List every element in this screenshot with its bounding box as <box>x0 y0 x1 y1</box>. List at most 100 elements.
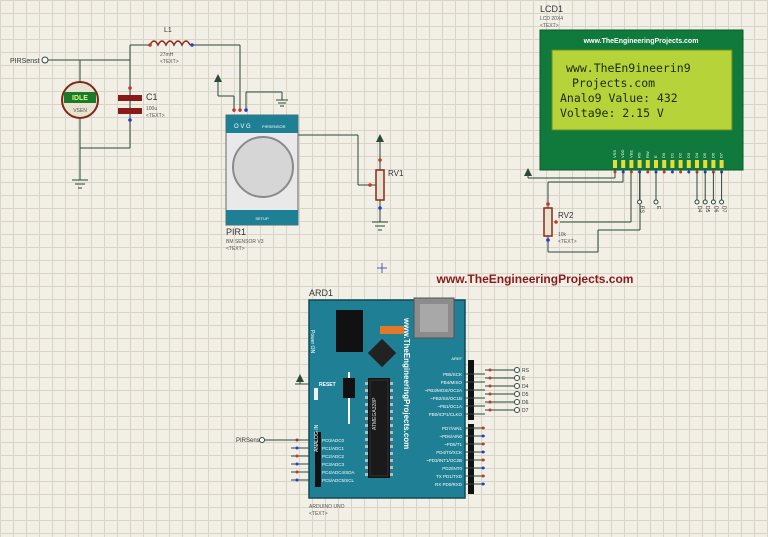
chip-pin <box>365 459 368 462</box>
output-pin-state <box>488 408 492 412</box>
pir-text: <TEXT> <box>226 246 245 252</box>
lcd-pin-label: VDD <box>620 149 625 158</box>
arduino-pir-input-label: PIRSenst <box>236 438 262 444</box>
lcd-pin-state <box>670 170 674 174</box>
lcd-net-terminal <box>694 199 700 205</box>
chip-pin <box>365 424 368 427</box>
arduino-reset-label: RESET <box>319 382 336 388</box>
arduino-name: ARD1 <box>309 288 333 298</box>
capacitor-c1[interactable] <box>118 86 142 122</box>
lcd-pin-label: D4 <box>694 152 699 158</box>
output-terminal[interactable] <box>514 399 520 405</box>
chip-pins <box>365 382 393 476</box>
chip-pin <box>365 403 368 406</box>
analog-pin-state <box>295 470 299 474</box>
chip-pin <box>365 382 368 385</box>
digital-pin-label: PB5/SCK <box>443 372 462 377</box>
arduino-board[interactable] <box>308 297 474 499</box>
digital-pin-state <box>481 442 485 446</box>
output-terminal[interactable] <box>514 391 520 397</box>
output-terminal[interactable] <box>514 375 520 381</box>
chip-pin <box>390 403 393 406</box>
lcd-pin-label: D0 <box>661 152 666 158</box>
output-terminal[interactable] <box>514 407 520 413</box>
lcd-model: LCD 20X4 <box>540 16 563 22</box>
pir-power-arrow <box>214 74 222 82</box>
lcd-text: <TEXT> <box>540 23 559 29</box>
chip-pin <box>390 424 393 427</box>
lcd-pin-state <box>621 170 625 174</box>
digital-pin-state <box>481 458 485 462</box>
arduino-aref: AREF <box>451 356 462 361</box>
chip-pin <box>390 417 393 420</box>
lcd-pin-label: E <box>653 155 658 158</box>
digital-pin-label: ~PD3/INT1/OC2B <box>426 458 462 463</box>
rv2-name: RV2 <box>558 211 574 220</box>
analog-pin-label: PC1/ADC1 <box>322 446 345 451</box>
lcd-pin <box>662 160 667 168</box>
chip-pin <box>365 417 368 420</box>
lcd-pin-state <box>687 170 691 174</box>
lcd-module[interactable] <box>539 29 744 171</box>
pir-brand: PIRSENSOR <box>262 124 286 129</box>
analog-pin-label: PC4/ADC4/SDA <box>322 470 355 475</box>
lcd-net-terminal <box>702 199 708 205</box>
lcd-pin-label: D1 <box>669 152 674 158</box>
lcd-net-terminal <box>637 199 643 205</box>
chip-pin <box>390 459 393 462</box>
arduino-model: ARDUINO UNO <box>309 504 345 510</box>
capacitor-text: <TEXT> <box>146 113 165 119</box>
sensor-gauge[interactable]: IDLE VSEN <box>61 81 99 119</box>
analog-pin-label: PC2/ADC2 <box>322 454 345 459</box>
potentiometer-rv1[interactable] <box>368 158 385 210</box>
lcd-pin <box>613 160 617 168</box>
lcd-pin <box>621 160 626 168</box>
chip-pin <box>365 466 368 469</box>
arduino-pir-input-terminal[interactable] <box>259 437 265 443</box>
arduino-analog-pins: PC0/ADC0PC1/ADC1PC2/ADC2PC3/ADC3PC4/ADC4… <box>291 438 355 483</box>
lcd-net-terminal <box>653 199 659 205</box>
lcd-pin <box>678 160 683 168</box>
lcd-net-terminal <box>710 199 716 205</box>
digital-pin-label: PD7/AIN1 <box>442 426 463 431</box>
lcd-pin-label: D3 <box>686 152 691 158</box>
digital-pin-label: PB4/MISO <box>441 380 463 385</box>
pir-sensor[interactable] <box>225 114 299 226</box>
output-terminal[interactable] <box>514 383 520 389</box>
capacitor-value: 100u <box>146 106 157 112</box>
lcd-vdd-arrow <box>524 168 532 176</box>
chip-pin <box>365 410 368 413</box>
inductor-l1[interactable] <box>148 40 194 47</box>
lcd-line: www.TheEn9ineerin9 <box>566 61 691 75</box>
pir-name: PIR1 <box>226 227 246 237</box>
inductor-name: L1 <box>164 27 172 34</box>
pir-sense-terminal[interactable] <box>41 56 49 64</box>
digital-pin-label: ~PB2/SS/OC1B <box>430 396 462 401</box>
website-banner: www.TheEngineeringProjects.com <box>436 272 634 286</box>
potentiometer-rv2[interactable] <box>543 202 558 242</box>
chip-pin <box>365 396 368 399</box>
pir-pins: O V G <box>234 124 251 130</box>
lcd-pin <box>719 160 724 168</box>
chip-pin <box>390 389 393 392</box>
lcd-net-label: D6 <box>712 206 718 213</box>
analog-pin-label: PC3/ADC3 <box>322 462 345 467</box>
digital-pin-label: RX PD0/RXD <box>435 482 463 487</box>
chip-pin <box>390 410 393 413</box>
sensor-display-text: IDLE <box>72 95 88 102</box>
digital-pin-state <box>481 450 485 454</box>
lcd-pin <box>686 160 691 168</box>
lcd-pin <box>637 160 642 168</box>
output-terminal[interactable] <box>514 367 520 373</box>
chip-pin <box>365 445 368 448</box>
lcd-pin-state <box>662 170 666 174</box>
lcd-net-terminal <box>719 199 725 205</box>
rv1-wires <box>372 140 388 231</box>
digital-pin-label: TX PD1/TXD <box>436 474 463 479</box>
lcd-line: Volta9e: 2.15 V <box>560 106 664 120</box>
lcd-net-label: D7 <box>721 206 727 213</box>
